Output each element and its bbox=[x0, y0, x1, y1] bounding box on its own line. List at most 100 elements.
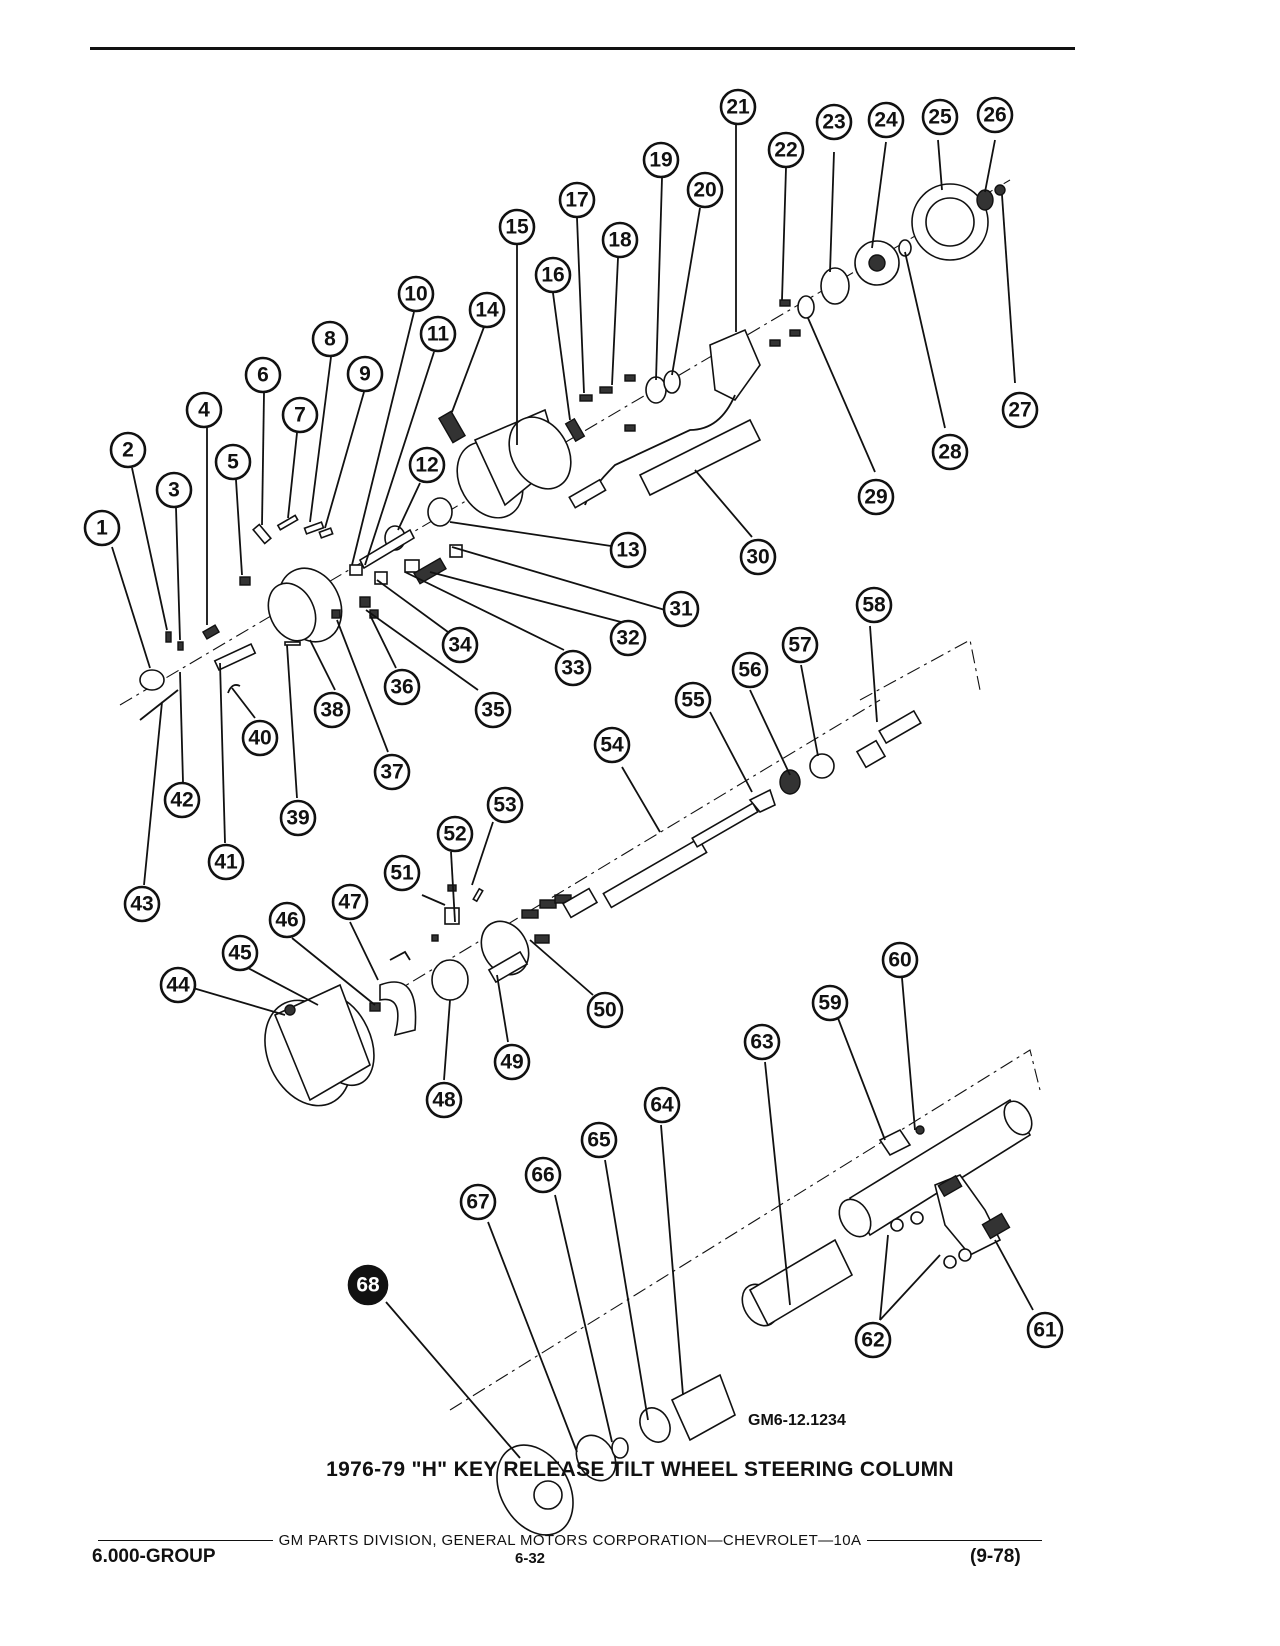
callout-44: 44 bbox=[159, 966, 197, 1004]
svg-text:60: 60 bbox=[888, 949, 911, 972]
callout-26: 26 bbox=[976, 96, 1014, 134]
svg-text:44: 44 bbox=[166, 974, 190, 997]
footer-group: 6.000-GROUP bbox=[92, 1546, 216, 1567]
callout-2: 2 bbox=[109, 431, 147, 469]
callout-43: 43 bbox=[123, 885, 161, 923]
svg-text:40: 40 bbox=[248, 727, 271, 750]
callout-39: 39 bbox=[279, 799, 317, 837]
callouts: 1 2 3 4 5 6 7 8 9 10 11 12 13 14 15 16 1… bbox=[83, 88, 1064, 1359]
callout-1: 1 bbox=[83, 509, 121, 547]
svg-text:30: 30 bbox=[746, 546, 769, 569]
svg-text:57: 57 bbox=[788, 634, 811, 657]
footer-publisher: GM PARTS DIVISION, GENERAL MOTORS CORPOR… bbox=[278, 1532, 862, 1549]
svg-text:8: 8 bbox=[324, 328, 336, 351]
callout-29: 29 bbox=[857, 478, 895, 516]
svg-text:15: 15 bbox=[505, 216, 529, 239]
callout-11: 11 bbox=[419, 315, 457, 353]
svg-text:56: 56 bbox=[738, 659, 761, 682]
svg-text:9: 9 bbox=[359, 363, 371, 386]
svg-text:2: 2 bbox=[122, 439, 134, 462]
svg-text:45: 45 bbox=[228, 942, 252, 965]
figure-caption: 1976-79 "H" KEY RELEASE TILT WHEEL STEER… bbox=[326, 1458, 954, 1481]
callout-45: 45 bbox=[221, 934, 259, 972]
footer-publisher-line: GM PARTS DIVISION, GENERAL MOTORS CORPOR… bbox=[92, 1532, 1048, 1549]
svg-text:54: 54 bbox=[600, 734, 624, 757]
callout-19: 19 bbox=[642, 141, 680, 179]
callout-67: 67 bbox=[459, 1183, 497, 1221]
svg-text:37: 37 bbox=[380, 761, 403, 784]
part-shapes bbox=[139, 183, 1033, 1536]
callout-68: 68 bbox=[347, 1264, 389, 1306]
svg-text:27: 27 bbox=[1008, 399, 1031, 422]
callout-33: 33 bbox=[554, 649, 592, 687]
svg-text:18: 18 bbox=[608, 229, 632, 252]
svg-text:6: 6 bbox=[257, 364, 269, 387]
svg-text:36: 36 bbox=[390, 676, 413, 699]
callout-49: 49 bbox=[493, 1043, 531, 1081]
svg-text:31: 31 bbox=[669, 598, 693, 621]
callout-46: 46 bbox=[268, 901, 306, 939]
svg-text:10: 10 bbox=[404, 283, 427, 306]
callout-18: 18 bbox=[601, 221, 639, 259]
callout-34: 34 bbox=[441, 626, 479, 664]
callout-12: 12 bbox=[408, 446, 446, 484]
callout-22: 22 bbox=[767, 131, 805, 169]
callout-8: 8 bbox=[311, 320, 349, 358]
callout-4: 4 bbox=[185, 391, 223, 429]
svg-text:29: 29 bbox=[864, 486, 887, 509]
svg-text:11: 11 bbox=[427, 323, 450, 346]
svg-text:66: 66 bbox=[531, 1164, 554, 1187]
svg-text:23: 23 bbox=[822, 111, 845, 134]
callout-37: 37 bbox=[373, 753, 411, 791]
callout-17: 17 bbox=[558, 181, 596, 219]
svg-text:32: 32 bbox=[616, 627, 639, 650]
callout-63: 63 bbox=[743, 1023, 781, 1061]
svg-text:53: 53 bbox=[493, 794, 516, 817]
svg-text:47: 47 bbox=[338, 891, 361, 914]
svg-text:42: 42 bbox=[170, 789, 193, 812]
callout-38: 38 bbox=[313, 691, 351, 729]
callout-9: 9 bbox=[346, 355, 384, 393]
svg-text:21: 21 bbox=[726, 96, 750, 119]
svg-text:58: 58 bbox=[862, 594, 886, 617]
callout-20: 20 bbox=[686, 171, 724, 209]
footer-page-number: 6-32 bbox=[514, 1550, 546, 1567]
callout-27: 27 bbox=[1001, 391, 1039, 429]
callout-62: 62 bbox=[854, 1321, 892, 1359]
callout-16: 16 bbox=[534, 256, 572, 294]
callout-30: 30 bbox=[739, 538, 777, 576]
callout-7: 7 bbox=[281, 396, 319, 434]
leader-lines bbox=[111, 125, 1034, 1459]
callout-55: 55 bbox=[674, 681, 712, 719]
callout-53: 53 bbox=[486, 786, 524, 824]
svg-text:46: 46 bbox=[275, 909, 298, 932]
svg-text:52: 52 bbox=[443, 823, 466, 846]
svg-text:61: 61 bbox=[1033, 1319, 1057, 1342]
callout-40: 40 bbox=[241, 719, 279, 757]
svg-text:49: 49 bbox=[500, 1051, 523, 1074]
svg-text:3: 3 bbox=[168, 479, 180, 502]
callout-35: 35 bbox=[474, 691, 512, 729]
callout-5: 5 bbox=[214, 443, 252, 481]
svg-text:48: 48 bbox=[432, 1089, 456, 1112]
callout-65: 65 bbox=[580, 1121, 618, 1159]
callout-51: 51 bbox=[383, 854, 421, 892]
top-rule bbox=[90, 47, 1075, 50]
svg-text:64: 64 bbox=[650, 1094, 674, 1117]
svg-text:7: 7 bbox=[294, 404, 306, 427]
svg-text:22: 22 bbox=[774, 139, 797, 162]
callout-48: 48 bbox=[425, 1081, 463, 1119]
svg-text:50: 50 bbox=[593, 999, 616, 1022]
svg-text:39: 39 bbox=[286, 807, 309, 830]
figure-id-label: GM6-12.1234 bbox=[748, 1412, 846, 1429]
svg-text:35: 35 bbox=[481, 699, 505, 722]
callout-32: 32 bbox=[609, 619, 647, 657]
callout-24: 24 bbox=[867, 101, 905, 139]
svg-text:1: 1 bbox=[96, 517, 108, 540]
svg-text:14: 14 bbox=[475, 299, 499, 322]
callout-41: 41 bbox=[207, 843, 245, 881]
svg-text:4: 4 bbox=[198, 399, 210, 422]
callout-36: 36 bbox=[383, 668, 421, 706]
callout-54: 54 bbox=[593, 726, 631, 764]
